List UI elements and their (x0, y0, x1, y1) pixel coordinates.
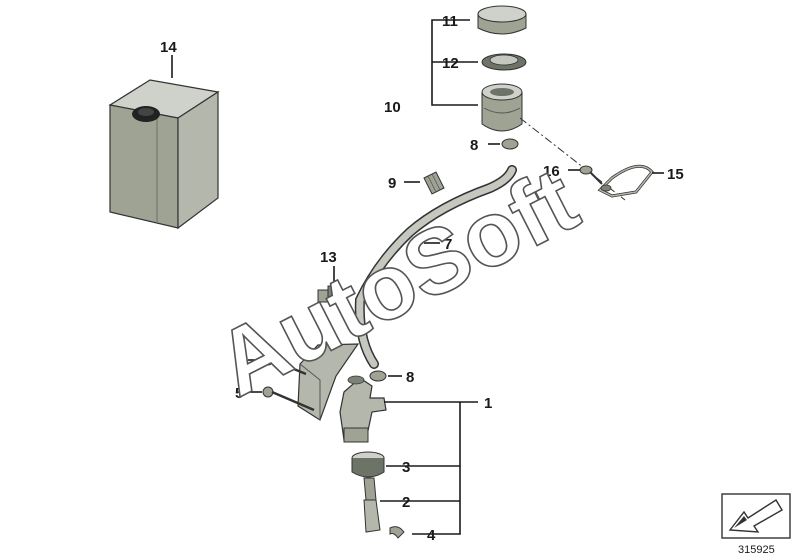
part-6-bracket[interactable] (297, 343, 360, 421)
callout-8-bottom: 8 (406, 369, 414, 386)
part-14-fluid-container[interactable] (108, 79, 220, 230)
callout-16: 16 (543, 163, 560, 180)
callout-12: 12 (442, 55, 459, 72)
callout-5-lower: 5 (235, 385, 243, 402)
arrow-icon (734, 516, 747, 528)
part-2-push-rod[interactable] (363, 477, 381, 533)
callout-7: 7 (444, 236, 452, 253)
callout-8-top: 8 (470, 137, 478, 154)
callout-15: 15 (667, 166, 684, 183)
part-1-master-cylinder[interactable] (339, 375, 387, 443)
part-15-clamp[interactable] (597, 164, 654, 198)
part-13-clip[interactable] (317, 285, 339, 303)
callout-11: 11 (442, 13, 458, 30)
callout-10: 10 (384, 99, 401, 116)
part-7-hose[interactable] (354, 165, 517, 369)
part-12-diaphragm[interactable] (481, 53, 527, 71)
part-5-bolt-upper[interactable] (262, 354, 307, 376)
callout-4: 4 (427, 527, 436, 544)
part-8-hose-clip-top[interactable] (501, 138, 519, 150)
callout-1: 1 (484, 395, 492, 412)
callout-2: 2 (402, 494, 410, 511)
callout-9: 9 (388, 175, 396, 192)
callout-6: 6 (317, 317, 325, 334)
part-9-hose-sleeve[interactable] (423, 171, 445, 195)
callout-3: 3 (402, 459, 410, 476)
part-5-bolt-lower[interactable] (262, 386, 315, 412)
part-16-screw[interactable] (579, 165, 603, 185)
part-11-reservoir-cap[interactable] (477, 5, 527, 35)
callout-14: 14 (160, 39, 177, 56)
part-4-circlip[interactable] (389, 526, 405, 539)
callout-5-upper: 5 (235, 353, 243, 370)
diagram-id: 315925 (738, 544, 775, 556)
callout-13: 13 (320, 249, 337, 266)
part-10-reservoir[interactable] (481, 83, 523, 132)
part-8-hose-clip-bottom[interactable] (369, 370, 387, 382)
nav-arrow-button[interactable] (721, 493, 791, 539)
part-3-dust-boot[interactable] (351, 451, 385, 478)
